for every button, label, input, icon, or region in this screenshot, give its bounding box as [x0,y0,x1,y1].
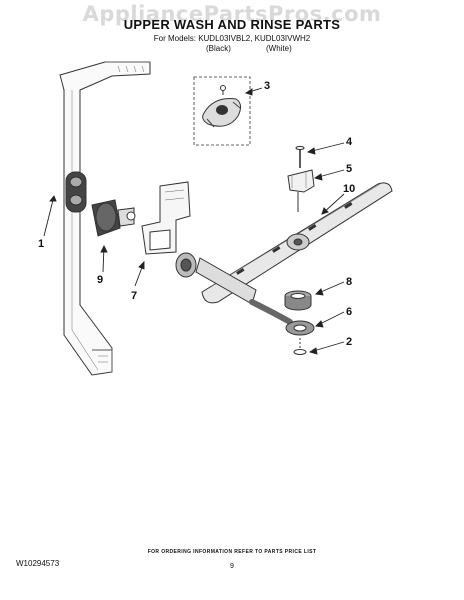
callout-3: 3 [264,80,271,92]
watermark: AppliancePartsPros.com [82,2,382,26]
part-5-clip[interactable] [287,169,315,212]
part-1-conduit[interactable] [59,61,151,376]
part-7-bracket[interactable] [141,181,191,255]
doc-number: W10294573 [16,559,60,568]
part-9-valve[interactable] [91,199,136,237]
leader-lines [43,87,345,355]
callout-8: 8 [346,276,353,288]
color-label-white: (White) [266,44,292,53]
part-8-seal[interactable] [284,290,312,311]
callout-10: 10 [343,183,356,195]
part-2-nut[interactable] [293,338,307,355]
part-3-spray-head[interactable] [193,76,251,146]
ordering-note: FOR ORDERING INFORMATION REFER TO PARTS … [147,549,317,555]
callout-5: 5 [346,163,353,175]
callout-2: 2 [346,336,353,348]
page-title: UPPER WASH AND RINSE PARTS [123,17,341,32]
callout-6: 6 [346,306,353,318]
models-line: For Models: KUDL03IVBL2, KUDL03IVWH2 [153,34,311,43]
callout-4: 4 [346,136,353,148]
part-6-hub[interactable] [249,299,315,336]
part-10-spray-arm[interactable] [201,182,393,304]
part-4-screw[interactable] [295,146,305,169]
callout-7: 7 [131,290,138,302]
page-number: 9 [230,563,234,570]
color-label-black: (Black) [206,44,231,53]
callout-9: 9 [97,274,104,286]
callout-1: 1 [38,238,45,250]
